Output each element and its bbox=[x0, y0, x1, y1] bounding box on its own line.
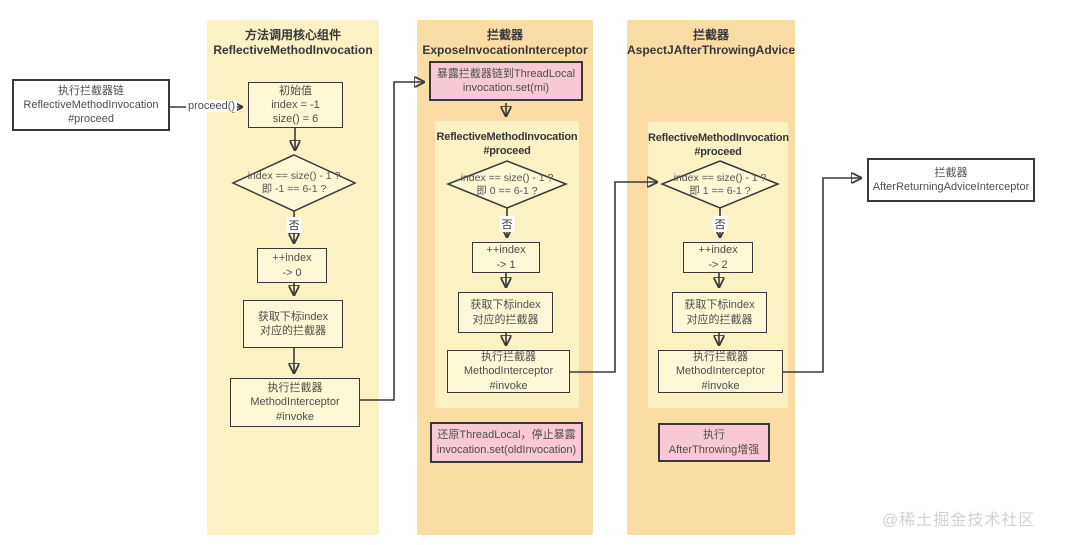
end-box-after-returning-interceptor: 拦截器 AfterReturningAdviceInterceptor bbox=[867, 158, 1035, 202]
invoke1-line1: 执行拦截器 bbox=[267, 382, 323, 395]
right-sub-title-line2: #proceed bbox=[694, 145, 742, 158]
invoke3-line3: #invoke bbox=[701, 379, 740, 392]
get3-line1: 获取下标index bbox=[684, 299, 755, 312]
middle-sub-title-line2: #proceed bbox=[483, 144, 531, 157]
watermark-text: @稀土掘金技术社区 bbox=[882, 512, 1036, 529]
middle-panel-title-line1: 拦截器 bbox=[486, 28, 523, 42]
no-label-2: 否 bbox=[499, 216, 515, 232]
end-box-line2: AfterReturningAdviceInterceptor bbox=[872, 181, 1030, 193]
init-box-line3: size() = 6 bbox=[272, 113, 319, 126]
init-box-line1: 初始值 bbox=[279, 84, 312, 97]
right-panel-title-line2: AspectJAfterThrowingAdvice bbox=[627, 43, 796, 57]
after-box-line2: AfterThrowing增强 bbox=[668, 443, 760, 456]
increment-box-2: ++index -> 1 bbox=[472, 242, 540, 273]
invoke-box-2: 执行拦截器 MethodInterceptor #invoke bbox=[447, 350, 570, 393]
get-interceptor-box-2: 获取下标index 对应的拦截器 bbox=[458, 292, 553, 333]
invoke2-line2: MethodInterceptor bbox=[463, 365, 554, 378]
init-values-box: 初始值 index = -1 size() = 6 bbox=[248, 82, 343, 128]
restore-box-line2: invocation.set(oldInvocation) bbox=[436, 443, 577, 456]
left-panel-title-line2: ReflectiveMethodInvocation bbox=[213, 43, 373, 57]
left-panel-title-line1: 方法调用核心组件 bbox=[244, 28, 341, 42]
proceed-arrow-label: proceed() bbox=[186, 100, 238, 112]
diamond2-line2: 即 0 == 6-1 ? bbox=[476, 185, 538, 198]
start-box-line1: 执行拦截器链 bbox=[58, 84, 124, 97]
right-sub-title-line1: ReflectiveMethodInvocation bbox=[648, 132, 789, 144]
get3-line2: 对应的拦截器 bbox=[686, 313, 753, 326]
after-box-line1: 执行 bbox=[703, 429, 725, 442]
start-box-line3: #proceed bbox=[68, 113, 114, 126]
invoke2-line3: #invoke bbox=[489, 379, 528, 392]
diamond1-text: index == size() - 1 ? 即 -1 == 6-1 ? bbox=[234, 170, 354, 196]
inc2-line2: -> 1 bbox=[496, 258, 516, 271]
diamond1-line2: 即 -1 == 6-1 ? bbox=[261, 183, 327, 196]
get1-line2: 对应的拦截器 bbox=[260, 325, 326, 337]
right-panel-title: 拦截器 AspectJAfterThrowingAdvice bbox=[627, 28, 795, 58]
invoke1-line3: #invoke bbox=[276, 410, 314, 423]
invoke3-line2: MethodInterceptor bbox=[675, 365, 766, 378]
middle-sub-title-line1: ReflectiveMethodInvocation bbox=[436, 131, 578, 143]
expose-box-line1: 暴露拦截器链到ThreadLocal bbox=[436, 67, 576, 80]
start-box-proceed-chain: 执行拦截器链 ReflectiveMethodInvocation #proce… bbox=[12, 79, 170, 131]
inc3-line1: ++index bbox=[698, 244, 738, 257]
invoke-box-1: 执行拦截器 MethodInterceptor #invoke bbox=[230, 378, 360, 427]
restore-threadlocal-box: 还原ThreadLocal，停止暴露 invocation.set(oldInv… bbox=[430, 422, 583, 463]
no-label-1: 否 bbox=[286, 217, 302, 233]
get2-line2: 对应的拦截器 bbox=[472, 313, 539, 326]
invoke-box-3: 执行拦截器 MethodInterceptor #invoke bbox=[658, 350, 783, 393]
after-throwing-box: 执行 AfterThrowing增强 bbox=[658, 423, 770, 462]
diamond3-line1: index == size() - 1 ? bbox=[673, 172, 767, 184]
invoke1-line2: MethodInterceptor bbox=[250, 396, 340, 409]
init-box-line2: index = -1 bbox=[271, 98, 320, 111]
expose-box-line2: invocation.set(mi) bbox=[462, 82, 550, 94]
get-interceptor-box-1: 获取下标index 对应的拦截器 bbox=[243, 300, 343, 348]
end-box-line1: 拦截器 bbox=[934, 166, 968, 179]
get2-line1: 获取下标index bbox=[470, 299, 541, 312]
diamond2-line1: index == size() - 1 ? bbox=[460, 172, 554, 184]
diamond2-text: index == size() - 1 ? 即 0 == 6-1 ? bbox=[447, 172, 567, 198]
no-label-3: 否 bbox=[712, 216, 728, 232]
invoke2-line1: 执行拦截器 bbox=[481, 351, 536, 364]
restore-box-line1: 还原ThreadLocal，停止暴露 bbox=[437, 429, 576, 442]
middle-panel-title-line2: ExposeInvocationInterceptor bbox=[422, 43, 588, 57]
expose-threadlocal-box: 暴露拦截器链到ThreadLocal invocation.set(mi) bbox=[429, 61, 583, 101]
start-box-line2: ReflectiveMethodInvocation bbox=[23, 98, 159, 111]
right-panel-title-line1: 拦截器 bbox=[692, 28, 729, 42]
diamond1-line1: index == size() - 1 ? bbox=[247, 170, 341, 182]
diamond3-text: index == size() - 1 ? 即 1 == 6-1 ? bbox=[660, 172, 780, 198]
get1-line1: 获取下标index bbox=[257, 310, 329, 323]
inc3-line2: -> 2 bbox=[708, 258, 728, 271]
diamond3-line2: 即 1 == 6-1 ? bbox=[689, 185, 751, 198]
middle-panel-title: 拦截器 ExposeInvocationInterceptor bbox=[417, 28, 593, 58]
increment-box-1: ++index -> 0 bbox=[257, 248, 327, 283]
increment-box-3: ++index -> 2 bbox=[683, 242, 753, 273]
inc2-line1: ++index bbox=[486, 244, 526, 257]
inc1-line1: ++index bbox=[272, 252, 312, 265]
inc1-line2: -> 0 bbox=[282, 266, 302, 279]
invoke3-line1: 执行拦截器 bbox=[693, 351, 748, 364]
middle-sub-panel-title: ReflectiveMethodInvocation #proceed bbox=[435, 131, 579, 159]
get-interceptor-box-3: 获取下标index 对应的拦截器 bbox=[672, 292, 767, 333]
left-panel-title: 方法调用核心组件 ReflectiveMethodInvocation bbox=[207, 28, 379, 58]
right-sub-panel-title: ReflectiveMethodInvocation #proceed bbox=[648, 132, 789, 160]
